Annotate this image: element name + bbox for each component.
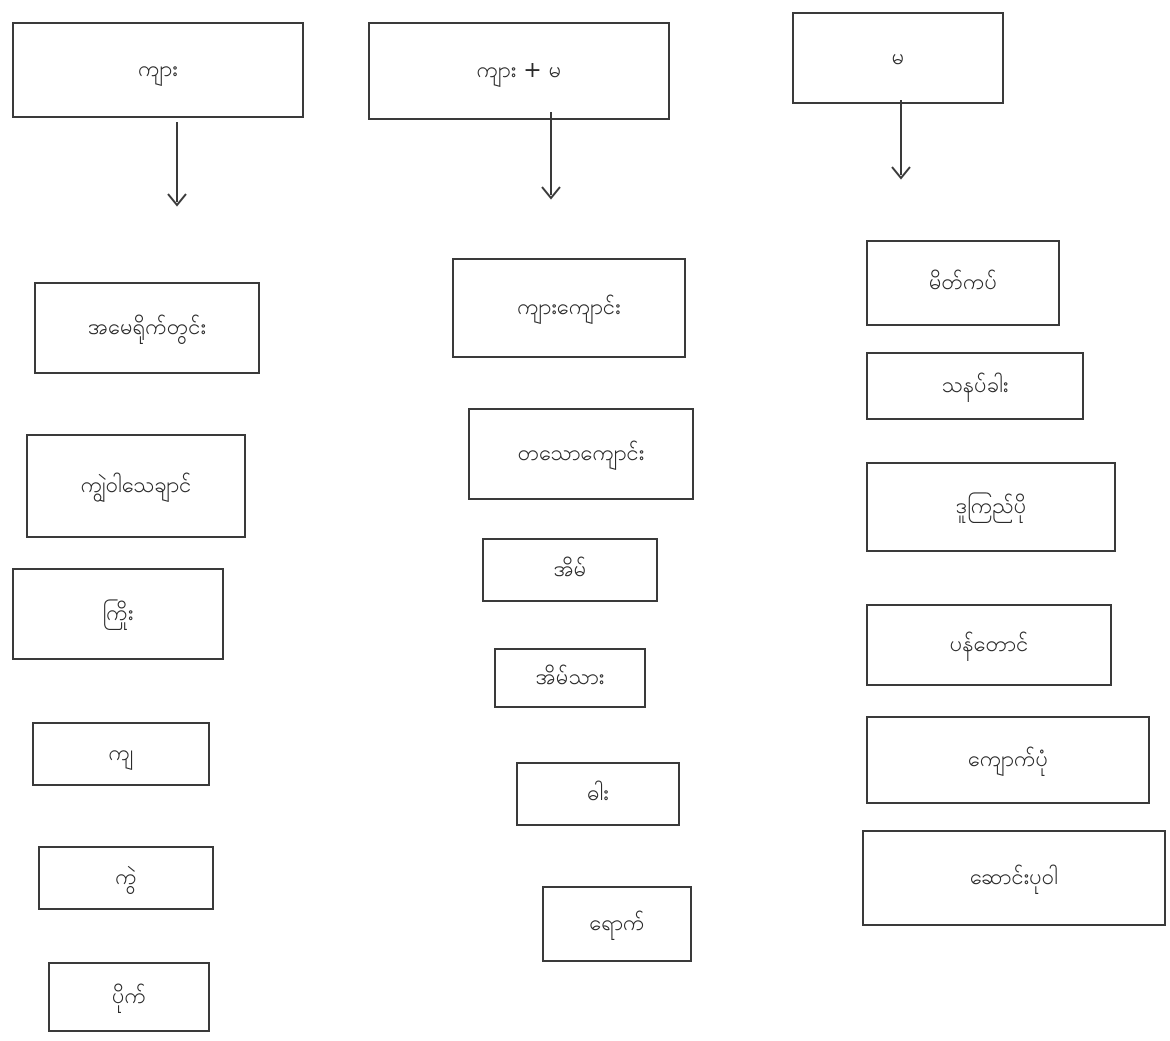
down-arrow-icon	[540, 112, 562, 200]
word-box: ပန်တောင်	[866, 604, 1112, 686]
word-label: ရောက်	[589, 910, 645, 936]
header-label: မ	[891, 44, 905, 70]
word-label: ပန်တောင်	[949, 631, 1029, 657]
word-label: ကြိုး	[102, 600, 134, 626]
header-box-masculine: ကျား	[12, 22, 304, 118]
word-box: ကွဲ	[38, 846, 214, 910]
word-box: ကျောက်ပုံ	[866, 716, 1150, 804]
word-label: အမေရိုက်တွင်း	[87, 314, 207, 340]
word-box: ပိုက်	[48, 962, 210, 1032]
word-box: အိမ်	[482, 538, 658, 602]
down-arrow-icon	[166, 122, 188, 207]
header-box-common: ကျား + မ	[368, 22, 670, 120]
word-label: ဒူကြည်ပို	[955, 493, 1027, 519]
word-label: မိတ်ကပ်	[928, 269, 998, 295]
header-box-feminine: မ	[792, 12, 1004, 104]
word-box: ကျ	[32, 722, 210, 786]
header-label: ကျား + မ	[476, 57, 562, 83]
word-box: ဒူကြည်ပို	[866, 462, 1116, 552]
word-box: ဆောင်းပုဝါ	[862, 830, 1166, 926]
word-label: တသောကျောင်း	[517, 440, 645, 466]
word-box: ဓါး	[516, 762, 680, 826]
word-box: သနပ်ခါး	[866, 352, 1084, 420]
word-label: အိမ်သား	[535, 664, 605, 690]
word-label: ဓါး	[587, 780, 609, 806]
word-box: ကျားကျောင်း	[452, 258, 686, 358]
word-label: ကျောက်ပုံ	[967, 746, 1049, 772]
word-label: ကျ	[108, 740, 134, 766]
word-label: ကျားကျောင်း	[517, 294, 621, 320]
word-label: အိမ်	[553, 556, 587, 582]
word-label: ဆောင်းပုဝါ	[970, 864, 1058, 890]
word-label: ကွဲ	[115, 864, 137, 890]
word-box: မိတ်ကပ်	[866, 240, 1060, 326]
word-label: ကျွဲဝါသေချာင်	[80, 472, 192, 498]
word-label: ပိုက်	[111, 983, 147, 1009]
word-box: တသောကျောင်း	[468, 408, 694, 500]
header-label: ကျား	[138, 56, 178, 82]
word-box: ကြိုး	[12, 568, 224, 660]
word-label: သနပ်ခါး	[941, 372, 1009, 398]
word-box: ကျွဲဝါသေချာင်	[26, 434, 246, 538]
word-box: ရောက်	[542, 886, 692, 962]
word-box: အိမ်သား	[494, 648, 646, 708]
down-arrow-icon	[890, 100, 912, 180]
word-box: အမေရိုက်တွင်း	[34, 282, 260, 374]
